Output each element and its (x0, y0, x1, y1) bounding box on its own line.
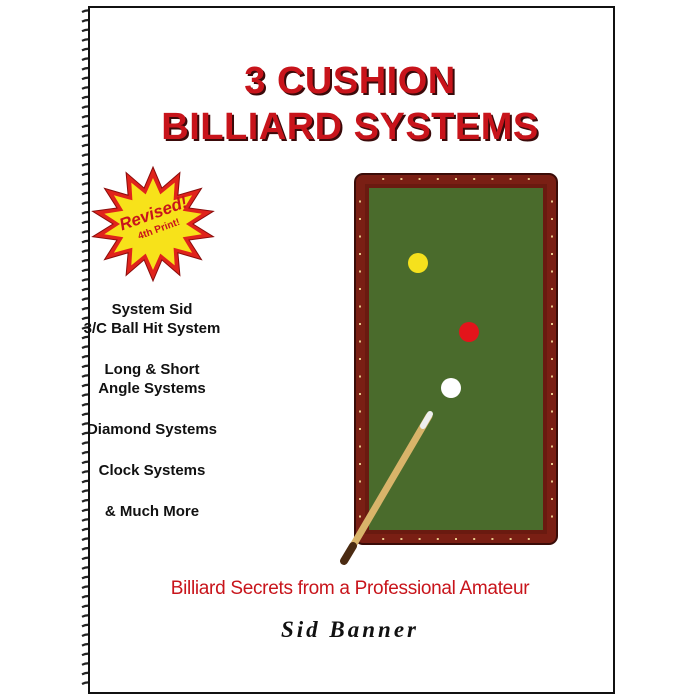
rail-diamond (551, 480, 553, 483)
rail-diamond (359, 498, 361, 500)
rail-diamond (551, 200, 553, 203)
feature-item: Diamond Systems (86, 421, 218, 438)
rail-diamond (400, 178, 403, 180)
rail-diamond (527, 178, 530, 180)
rail-diamond (509, 538, 512, 540)
rail-diamond (359, 200, 361, 203)
rail-diamond (436, 538, 439, 540)
rail-diamond (455, 178, 457, 180)
rail-diamond (359, 340, 361, 343)
rail-diamond (473, 178, 476, 180)
tagline: Billiard Secrets from a Professional Ama… (170, 578, 530, 599)
revised-starburst-badge (91, 165, 215, 283)
rail-diamond (527, 538, 530, 540)
book-cover (88, 6, 615, 694)
rail-diamond (551, 288, 553, 290)
rail-diamond (400, 538, 403, 540)
title-line-1: 3 CUSHION (244, 60, 456, 102)
rail-diamond (382, 538, 385, 540)
cue-wrap (340, 542, 357, 565)
rail-diamond (436, 178, 439, 180)
rail-diamond (359, 235, 361, 238)
rail-diamond (551, 305, 553, 308)
rail-diamond (551, 428, 553, 430)
rail-diamond (359, 480, 361, 483)
cue-tip (420, 411, 433, 429)
rail-diamond (359, 428, 361, 430)
feature-item: & Much More (104, 503, 200, 520)
author-name: Sid Banner (280, 617, 419, 642)
rail-diamond (551, 445, 553, 448)
rail-diamond (551, 235, 553, 238)
rail-diamond (359, 305, 361, 308)
rail-diamond (551, 253, 553, 255)
rail-diamond (359, 253, 361, 255)
rail-diamond (551, 463, 553, 465)
rail-diamond (491, 538, 494, 540)
rail-diamond (491, 178, 494, 180)
rail-diamond (359, 410, 361, 413)
rail-diamond (551, 340, 553, 343)
rail-diamond (551, 323, 553, 325)
badge-text: Revised! 4th Print! (88, 164, 218, 284)
cue-stick (340, 412, 433, 565)
rail-diamond (551, 410, 553, 413)
rail-diamond (359, 515, 361, 518)
rail-diamond (551, 270, 553, 273)
feature-item: System Sid 3/C Ball Hit System (83, 301, 221, 337)
rail-diamond (382, 178, 385, 180)
rail-diamond (473, 538, 476, 540)
rail-diamond (509, 178, 512, 180)
red-ball (459, 322, 479, 342)
rail-diamond (551, 358, 553, 360)
rail-diamond (455, 538, 457, 540)
rail-diamonds (359, 178, 553, 540)
rail-diamond (359, 358, 361, 360)
rail-diamond (551, 218, 553, 220)
feature-item: Long & Short Angle Systems (98, 361, 206, 397)
rail-diamond (418, 178, 421, 180)
rail-diamond (359, 463, 361, 465)
rail-diamond (359, 288, 361, 290)
rail-diamond (551, 393, 553, 395)
feature-item: Clock Systems (98, 462, 206, 479)
billiard-table-illustration (340, 173, 558, 565)
rail-diamond (551, 498, 553, 500)
rail-diamond (359, 218, 361, 220)
rail-diamond (359, 375, 361, 378)
yellow-ball (408, 253, 428, 273)
rail-diamond (359, 270, 361, 273)
rail-diamond (551, 515, 553, 518)
rail-diamond (551, 375, 553, 378)
rail-diamond (359, 323, 361, 325)
feature-list: System Sid 3/C Ball Hit System Long & Sh… (62, 300, 242, 543)
title-line-2: BILLIARD SYSTEMS (161, 106, 539, 148)
white-ball (441, 378, 461, 398)
rail-diamond (418, 538, 421, 540)
book-title: 3 CUSHION BILLIARD SYSTEMS (0, 58, 700, 150)
rail-diamond (359, 393, 361, 395)
rail-diamond (359, 445, 361, 448)
